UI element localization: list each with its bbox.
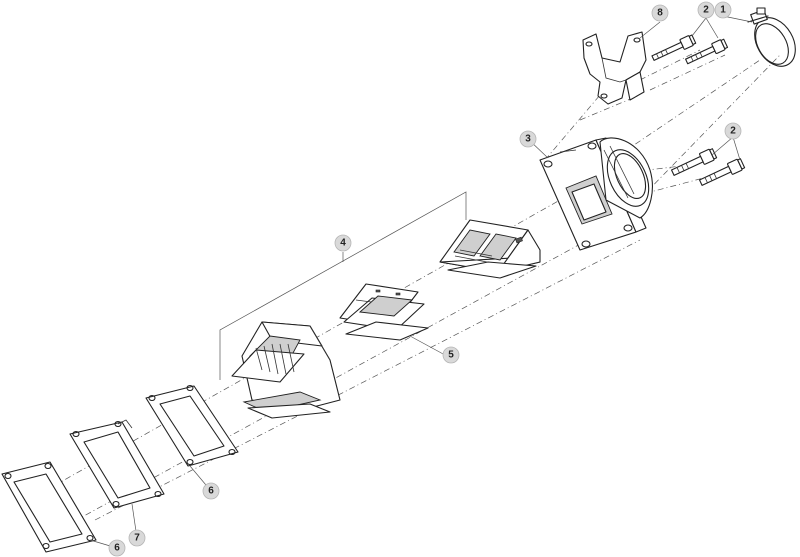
callout-6-upper: 6	[202, 482, 220, 500]
callout-leaders	[89, 15, 753, 549]
intake-manifold-part	[539, 137, 653, 251]
callout-5-label: 5	[448, 350, 454, 361]
callout-2-upper: 2	[697, 1, 715, 19]
callout-2-lower-label: 2	[730, 126, 736, 137]
callout-8-label: 8	[657, 8, 663, 19]
callout-3-label: 3	[525, 134, 531, 145]
callout-2-upper-label: 2	[703, 5, 709, 16]
hose-clamp-part	[747, 7, 796, 67]
reed-block-lower-part	[231, 321, 341, 419]
callout-4-label: 4	[340, 238, 346, 249]
gasket-lower-part	[1, 461, 97, 553]
callout-3: 3	[519, 130, 537, 148]
reed-valve-assembly-bracket	[219, 191, 467, 380]
reed-petals-part	[339, 283, 429, 341]
mounting-bracket-part	[582, 31, 647, 105]
callout-8: 8	[651, 4, 669, 22]
gasket-upper-part	[145, 384, 239, 467]
callout-1-label: 1	[720, 5, 726, 16]
callout-6-lower: 6	[108, 539, 126, 557]
callout-6-lower-label: 6	[114, 543, 120, 554]
spacer-plate-part	[69, 419, 165, 509]
callout-7: 7	[128, 529, 146, 547]
reed-cage-upper-part	[439, 219, 541, 279]
callout-2-lower: 2	[724, 122, 742, 140]
bolts-upper-part	[651, 34, 729, 65]
callout-7-label: 7	[134, 533, 140, 544]
callout-4: 4	[334, 234, 352, 252]
callout-1: 1	[714, 1, 732, 19]
bolts-lower-part	[670, 148, 746, 186]
callout-6-upper-label: 6	[208, 486, 214, 497]
callout-5: 5	[442, 346, 460, 364]
